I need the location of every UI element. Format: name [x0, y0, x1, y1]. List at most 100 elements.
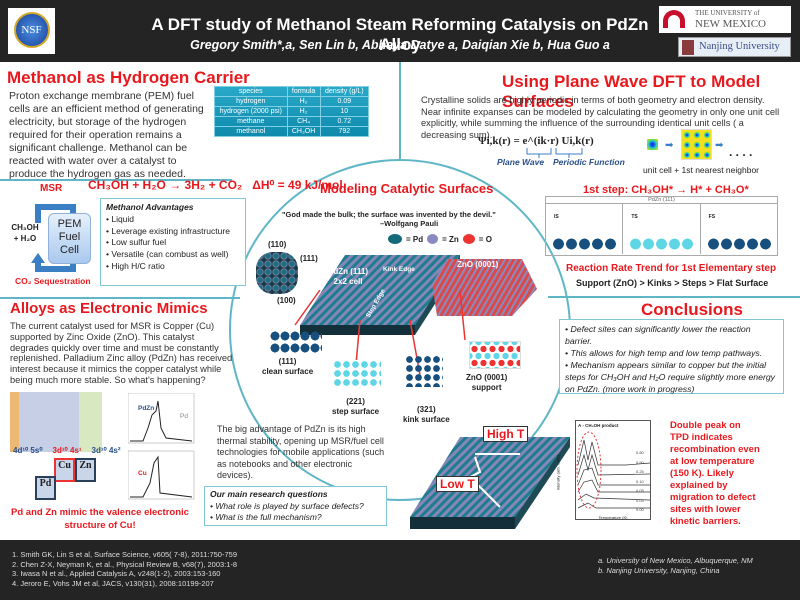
zno-slab-image	[432, 259, 537, 316]
list-item: Liquid	[106, 214, 240, 226]
poster-footer: 1. Smith GK, Lin S et al, Surface Scienc…	[0, 540, 800, 600]
surface-name: step surface	[332, 407, 380, 416]
dos-label-pdzn: PdZn	[138, 405, 155, 412]
pauli-author: –Wolfgang Pauli	[380, 219, 439, 228]
col-formula: formula	[286, 86, 321, 97]
surface-zno: ZnO (0001)support	[466, 373, 507, 393]
facet-111: (111)	[300, 254, 318, 263]
panel-title: PdZn (111)	[546, 197, 777, 204]
state-fs: FS	[701, 204, 777, 254]
list-item: Defect sites can significantly lower the…	[565, 323, 778, 347]
tpd-note: Double peak on TPD indicates recombinati…	[670, 420, 760, 527]
unm-line1: THE UNIVERSITY of	[695, 9, 760, 17]
pdzn-panel: PdZn (111) IS TS FS	[545, 196, 778, 256]
state-label: TS	[631, 214, 638, 220]
list-item: What role is played by surface defects?	[210, 501, 381, 513]
pem-fuel-cell: PEM Fuel Cell	[48, 213, 91, 264]
periodic-table-image	[10, 392, 102, 452]
reference: 3. Iwasa N et al., Applied Catalysis A, …	[12, 569, 221, 578]
list-item: Mechanism appears similar to copper but …	[565, 359, 778, 395]
poster-header: NSF A DFT study of Methanol Steam Reform…	[0, 0, 800, 62]
state-label: FS	[708, 214, 716, 220]
cell: methane	[214, 116, 288, 127]
cell: H₂	[286, 106, 321, 117]
slab-label: PdZn (111)2x2 cell	[328, 267, 368, 287]
kink-edge-label: Kink Edge	[383, 266, 415, 273]
coverage: 0.50	[636, 459, 644, 465]
questions-title: Our main research questions	[210, 489, 328, 499]
dos-plots	[128, 393, 195, 500]
tpd-xlabel: Temperature (K)	[598, 515, 628, 520]
step-surface-image	[333, 360, 381, 388]
planewave-title: Using Plane Wave DFT to Model Surfaces	[502, 72, 761, 111]
legend-pd: = Pd	[406, 234, 424, 244]
conclusions-box: Defect sites can significantly lower the…	[559, 319, 784, 394]
state-ts: TS	[623, 204, 701, 254]
cu-config: 3d¹⁰ 4s¹	[52, 446, 82, 455]
zn-config: 3d¹⁰ 4s²	[91, 446, 121, 455]
element-pd: Pd	[35, 476, 56, 500]
cell: 792	[319, 126, 370, 137]
unm-line2: NEW MEXICO	[695, 18, 766, 30]
co2-label: CO₂ Sequestration	[15, 276, 91, 286]
surface-name: support	[471, 383, 502, 392]
coverage: 0.05	[636, 488, 644, 493]
alloys-body: The current catalyst used for MSR is Cop…	[10, 321, 233, 385]
list-item: Leverage existing infrastructure	[106, 226, 240, 238]
surface-111: (111)clean surface	[262, 357, 313, 377]
arrow-icon: ➡	[665, 140, 674, 151]
atom-legend: = Pd = Zn = O	[388, 234, 492, 244]
high-t-label: High T	[483, 426, 529, 442]
surface-321: (321)kink surface	[403, 405, 450, 425]
config-labels: 4d¹⁰ 5s⁰ 3d¹⁰ 4s¹ 3d¹⁰ 4s²	[13, 446, 121, 455]
nsf-logo-text: NSF	[13, 12, 50, 48]
tpd-plot: A - CH₃OH product Temperature (K)	[575, 420, 651, 520]
facet-110: (110)	[268, 240, 287, 249]
nanjing-text: Nanjing University	[699, 41, 780, 52]
tpd-ylabel: Intensity (arb. Units)	[555, 454, 561, 491]
cell: 10	[319, 106, 370, 117]
element-zn: Zn	[75, 458, 96, 482]
kink-surface-image	[405, 355, 443, 387]
o-atom-icon	[462, 234, 475, 244]
coverage: 0.80	[636, 450, 644, 455]
clean-surface-image	[270, 330, 322, 354]
reference: 4. Jeroro E, Vohs JM et al, JACS, v130(3…	[12, 578, 214, 588]
tpd-curves	[576, 431, 651, 509]
surface-name: clean surface	[262, 367, 314, 376]
list-item: This allows for high temp and low temp p…	[565, 347, 778, 359]
supercell-image	[681, 129, 712, 160]
cell: methanol	[214, 126, 288, 137]
state-label: IS	[554, 214, 559, 220]
nanjing-logo: Nanjing University	[678, 37, 791, 57]
list-item: Low sulfur fuel	[106, 237, 240, 249]
pd-config: 4d¹⁰ 5s⁰	[13, 446, 43, 455]
col-density: density (g/L)	[319, 86, 370, 97]
coverage: 0.10	[636, 478, 644, 484]
surface-index: (221)	[346, 397, 365, 406]
pd-atom-icon	[388, 234, 402, 244]
wavefunction-formula: Ψi,k(r) = e^(ik·r) Ui,k(r)	[478, 135, 594, 147]
unit-cell-caption: unit cell + 1st nearest neighbor	[643, 165, 760, 175]
methanol-title: Methanol as Hydrogen Carrier	[7, 68, 250, 87]
legend-zn: = Zn	[442, 234, 459, 244]
advantages-box: Methanol Advantages Liquid Leverage exis…	[100, 198, 246, 286]
list-item: What is the full mechanism?	[210, 512, 381, 524]
nanoparticle-image	[256, 252, 298, 294]
cell: CH₃OH	[286, 126, 321, 137]
slab-name: PdZn (111)	[328, 267, 369, 276]
col-species: species	[214, 86, 288, 97]
cell-label: 2x2 cell	[333, 277, 363, 286]
element-cu: Cu	[54, 458, 75, 482]
surface-slab-image	[410, 437, 570, 529]
surface-index: (321)	[417, 405, 436, 414]
modeling-title: Modeling Catalytic Surfaces	[320, 181, 494, 196]
reference: 1. Smith GK, Lin S et al, Surface Scienc…	[12, 550, 237, 559]
